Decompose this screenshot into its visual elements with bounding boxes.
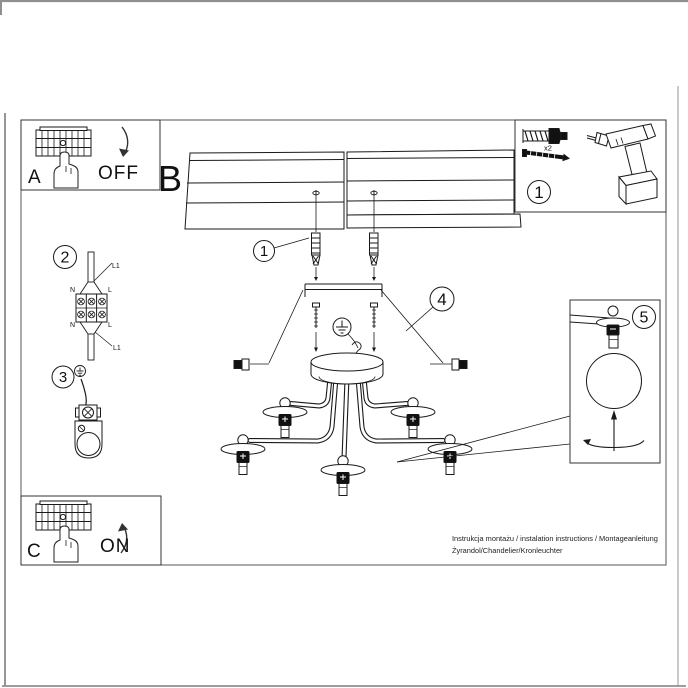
wall-plug-icon <box>522 128 568 144</box>
ground-clamp-icon <box>75 404 101 421</box>
main-frame <box>20 119 667 566</box>
dowel-callout-number: 1 <box>260 243 268 260</box>
mounting-bracket <box>304 283 383 297</box>
canopy-wire-hook <box>351 341 362 354</box>
chandelier-arms <box>247 375 446 461</box>
wiring-diagram <box>53 245 113 361</box>
bulb-callout-number: 5 <box>640 310 649 327</box>
bulb-callout-circle <box>632 305 656 329</box>
dowel-icon <box>311 232 321 266</box>
dowel-icon <box>369 232 379 266</box>
off-arrow-icon <box>119 126 129 157</box>
step-a-label: A <box>28 167 41 188</box>
lamp-socket-icon <box>320 455 366 496</box>
step-c-state: ON <box>100 536 131 557</box>
wire-label-l1-bottom: L1 <box>113 345 121 352</box>
grounding-diagram <box>51 365 103 459</box>
wire-label-l-top: L <box>108 287 112 294</box>
footer-line-1: Instrukcja montażu / instalation instruc… <box>452 534 658 543</box>
side-bolt-icon <box>233 358 269 371</box>
parts-quantity: x2 <box>544 144 552 153</box>
canopy <box>310 341 384 385</box>
bulb-icon <box>586 353 642 409</box>
ground-callout-number: 3 <box>59 369 67 386</box>
parts-box-number: 1 <box>534 183 543 202</box>
wire-label-n-top: N <box>70 287 75 294</box>
canopy-callout-number: 4 <box>437 290 446 309</box>
wire-label-l1-top: L1 <box>112 263 120 270</box>
screw-icon <box>522 149 571 162</box>
hand-icon <box>53 525 79 563</box>
on-arrow-icon <box>118 523 128 554</box>
step-b-label: B <box>158 158 182 199</box>
dowel-callout-circle <box>253 240 275 262</box>
hand-icon <box>53 151 79 189</box>
lamp-socket-icon <box>596 305 630 349</box>
drill-icon <box>586 123 658 206</box>
step-a-box <box>20 119 161 191</box>
wire-label-n-bottom: N <box>70 322 75 329</box>
mounting-assembly <box>220 232 473 496</box>
side-bolt-icon <box>430 358 468 371</box>
wire-label-l-bottom: L <box>108 322 112 329</box>
bulb-detail-box <box>396 299 661 464</box>
terminal-block-icon <box>75 293 108 323</box>
rotate-arrow-icon <box>583 410 645 451</box>
mounting-screw-icon <box>312 302 320 352</box>
ground-icon <box>74 365 86 377</box>
step-a-state: OFF <box>98 163 139 184</box>
parts-box <box>514 119 667 213</box>
footer-line-2: Żyrandol/Chandelier/Kronleuchter <box>452 546 563 555</box>
mounting-plate <box>74 420 103 459</box>
canopy-callout-circle <box>429 286 455 312</box>
step-c-box <box>20 495 162 566</box>
step-c-label: C <box>27 541 41 562</box>
mounting-screw-icon <box>370 302 378 352</box>
ceiling-illustration <box>184 149 522 232</box>
wiring-callout-number: 2 <box>61 250 70 267</box>
ground-icon <box>332 317 359 349</box>
drill-mark-icon <box>312 190 378 196</box>
